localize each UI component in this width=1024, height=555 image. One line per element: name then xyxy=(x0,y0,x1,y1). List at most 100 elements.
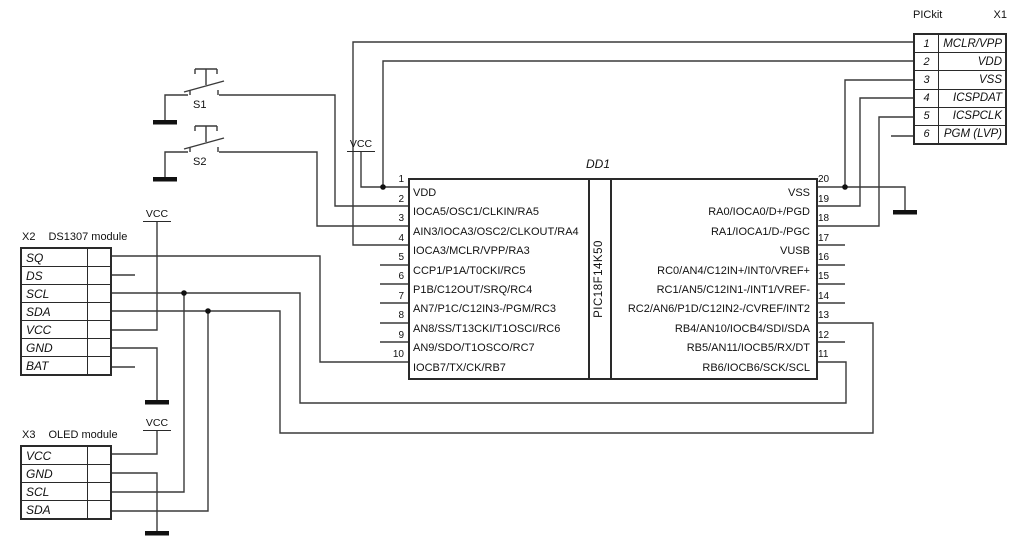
net-sda xyxy=(112,308,874,512)
net-scl xyxy=(112,290,847,493)
ic-designator: DD1 xyxy=(586,157,611,171)
ic-part-number: PIC18F14K50 xyxy=(593,240,605,318)
pin-label: RA0/IOCA0/D+/PGD xyxy=(708,206,810,219)
connector-row: SDA xyxy=(22,302,110,320)
pin-number: 6 xyxy=(915,125,939,144)
net-vcc-x3 xyxy=(112,431,158,455)
ds1307-header: X2 DS1307 module xyxy=(22,231,127,243)
pin-label: ICSPCLK xyxy=(952,110,1002,123)
pin-number: 5 xyxy=(915,107,939,125)
pin-number: 10 xyxy=(392,348,404,360)
pin-cell xyxy=(87,465,110,482)
pickit-title: PICkit xyxy=(913,9,943,21)
oled-designator: X3 xyxy=(22,429,36,441)
pin-number: 7 xyxy=(398,290,404,302)
junction-dot xyxy=(181,290,187,296)
pin-number: 1 xyxy=(915,35,939,53)
pin-label: VCC xyxy=(26,322,52,337)
pin-number: 2 xyxy=(915,53,939,71)
pin-label: RB6/IOCB6/SCK/SCL xyxy=(702,361,810,374)
pin-label: RA1/IOCA1/D-/PGC xyxy=(710,225,810,238)
connector-row: BAT xyxy=(22,356,110,374)
pin-label: VSS xyxy=(787,187,810,199)
vcc-label-x3: VCC xyxy=(143,418,171,431)
connector-row: VCC xyxy=(22,447,110,464)
connector-row: SCL xyxy=(22,284,110,302)
ic-pin-row: 5 CCP1/P1A/T0CKI/RC5 xyxy=(388,251,588,276)
pin-label: IOCA5/OSC1/CLKIN/RA5 xyxy=(413,206,539,219)
ic-pin-row: 7 AN7/P1C/C12IN3-/PGM/RC3 xyxy=(388,290,588,315)
pin-number: 11 xyxy=(818,348,829,360)
net-vcc-x2 xyxy=(112,222,158,331)
pin-label: RC0/AN4/C12IN+/INT0/VREF+ xyxy=(657,264,810,277)
pin-cell xyxy=(87,249,110,266)
ic-pin-row: 1 VDD xyxy=(388,175,588,199)
pin-cell xyxy=(87,501,110,518)
junction-dot xyxy=(205,308,211,314)
pin-label: IOCA3/MCLR/VPP/RA3 xyxy=(413,245,530,258)
connector-row: 3 VSS xyxy=(915,70,1005,89)
pin-number: 3 xyxy=(398,213,404,225)
pin-number: 13 xyxy=(818,310,830,322)
ic-pin-row: RC2/AN6/P1D/C12IN2-/CVREF/INT2 14 xyxy=(612,291,838,316)
net-icspdat xyxy=(818,97,913,207)
connector-row: GND xyxy=(22,338,110,356)
pin-label: IOCB7/TX/CK/RB7 xyxy=(413,361,506,374)
ground-symbol xyxy=(893,210,917,215)
connector-row: 6 PGM (LVP) xyxy=(915,124,1005,144)
pin-number: 4 xyxy=(398,232,404,244)
pin-number: 18 xyxy=(818,213,830,225)
net-icspclk xyxy=(818,116,913,227)
pin-label: AIN3/IOCA3/OSC2/CLKOUT/RA4 xyxy=(413,225,579,238)
pin-number: 12 xyxy=(818,329,830,341)
pin-label: VDD xyxy=(977,55,1002,68)
connector-row: DS xyxy=(22,266,110,284)
x2-unconnected-stubs xyxy=(112,274,135,368)
pin-label: AN9/SDO/T1OSCO/RC7 xyxy=(413,342,535,355)
ground-symbol xyxy=(153,177,177,182)
ground-symbol xyxy=(145,531,169,536)
pin-label: VDD xyxy=(413,187,437,199)
ic-pin-row: RA0/IOCA0/D+/PGD 19 xyxy=(612,193,838,219)
switch-s1-symbol xyxy=(153,68,408,207)
pin-label: VCC xyxy=(26,448,52,463)
pin-number: 16 xyxy=(818,251,830,263)
ic-pin-row: RB4/AN10/IOCB4/SDI/SDA 13 xyxy=(612,310,838,335)
pin-label: AN8/SS/T13CKI/T1OSCI/RC6 xyxy=(413,322,561,335)
net-vdd xyxy=(360,60,913,190)
pin-number: 20 xyxy=(818,174,830,186)
pin-cell xyxy=(87,285,110,302)
switch-s2-symbol xyxy=(153,125,408,227)
ds1307-title: DS1307 module xyxy=(48,231,128,243)
pin-label: BAT xyxy=(26,358,49,373)
pin-label: RC2/AN6/P1D/C12IN2-/CVREF/INT2 xyxy=(627,303,810,316)
ground-symbol xyxy=(153,120,177,125)
connector-row: VCC xyxy=(22,320,110,338)
connector-row: SDA xyxy=(22,500,110,518)
pin-number: 19 xyxy=(818,193,830,205)
pin-number: 3 xyxy=(915,71,939,89)
ic-pin-row: 8 AN8/SS/T13CKI/T1OSCI/RC6 xyxy=(388,311,588,335)
ic-pin-row: VSS 20 xyxy=(612,174,838,199)
pin-label: VSS xyxy=(978,73,1002,86)
pickit-header: PICkit X1 xyxy=(913,9,1007,21)
pin-number: 15 xyxy=(818,271,830,283)
ds1307-connector: SQ DS SCL SDA VCC GN xyxy=(20,247,112,376)
pin-label: ICSPDAT xyxy=(953,92,1002,105)
pickit-designator: X1 xyxy=(993,9,1007,21)
ic-inner-divider xyxy=(588,180,590,378)
ic-pin-row: 10 IOCB7/TX/CK/RB7 xyxy=(388,348,588,374)
ic-unconnected-stubs xyxy=(380,244,845,343)
ic-left-pins: 1 VDD 2 IOCA5/OSC1/CLKIN/RA5 3 AIN3/IOCA… xyxy=(388,175,588,374)
pin-label: SCL xyxy=(26,484,50,499)
pickit-connector: 1 MCLR/VPP 2 VDD 3 VSS 4 ICSPDAT 5 ICSPC… xyxy=(913,33,1007,145)
pin-number: 17 xyxy=(818,232,830,244)
connector-row: 5 ICSPCLK xyxy=(915,106,1005,125)
net-mclr xyxy=(352,41,913,246)
pin-cell xyxy=(87,339,110,356)
pin-number: 5 xyxy=(398,251,404,263)
pin-label: RB5/AN11/IOCB5/RX/DT xyxy=(686,342,810,355)
net-sq xyxy=(112,255,408,363)
ic-pin-row: VUSB 17 xyxy=(612,232,838,257)
